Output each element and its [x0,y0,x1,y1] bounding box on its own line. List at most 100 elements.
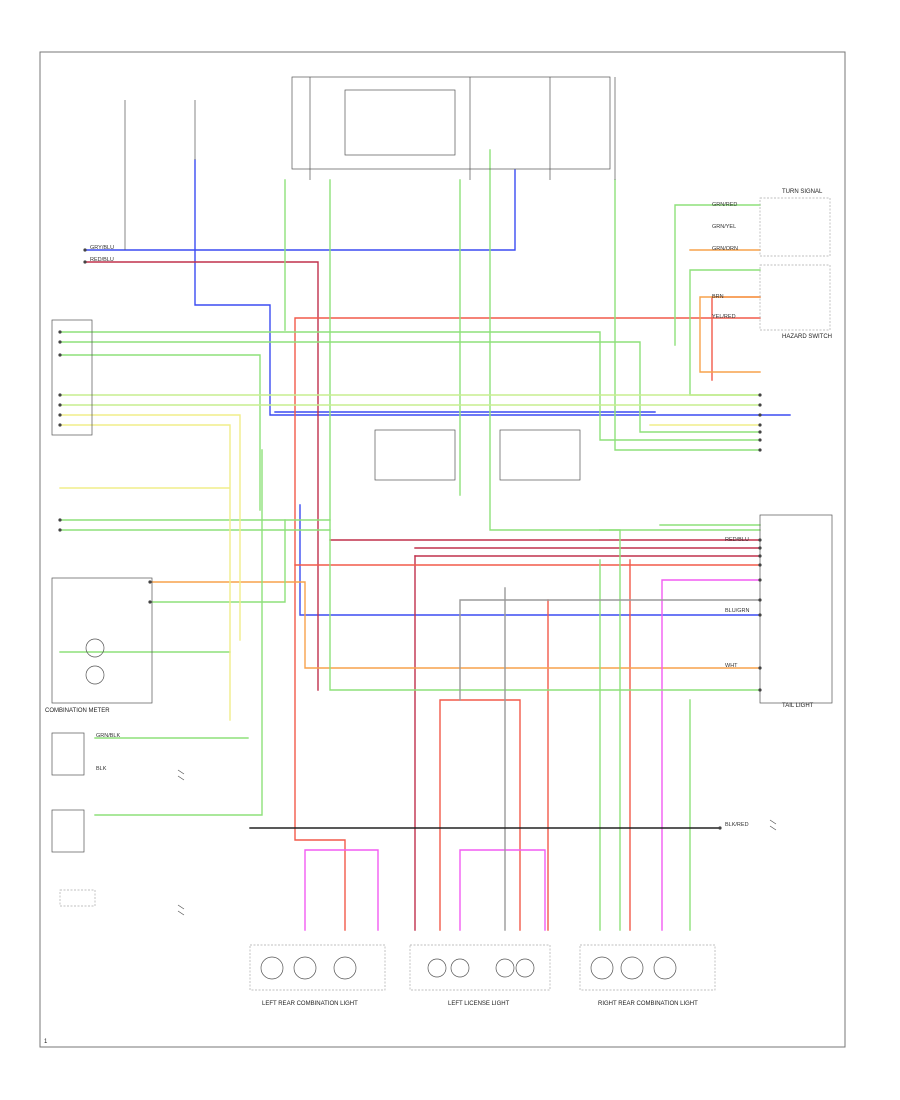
wire-green-5 [149,519,286,603]
lamp-bulb [293,956,317,980]
terminal-dot [758,613,762,617]
wire-green-1 [59,331,761,441]
lamp-group-center [409,944,551,991]
wire-green-15 [614,179,761,451]
ground-symbol [177,769,185,781]
wire-green-7 [94,449,263,816]
wire-layer [59,149,791,931]
wire-tag: GRN/YEL [712,224,736,230]
wire-tag: GRN/BLK [96,733,120,739]
terminal-dot [758,546,762,550]
lamp-bulb [653,956,677,980]
relay-inner-1 [344,89,456,156]
combination-meter-box [51,577,153,704]
wire-tag: RED/BLU [725,537,749,543]
terminal-dot [58,403,62,407]
wire-green-16 [599,524,761,531]
terminal-dot [758,423,762,427]
terminal-dot [758,430,762,434]
back-light-left-2 [51,809,85,853]
left-license-light-label: LEFT LICENSE LIGHT [448,1001,510,1007]
wire-blue-lower [299,504,761,616]
lamp-bulb [495,958,515,978]
combination-meter-label: COMBINATION METER [45,708,110,714]
wire-green-2 [59,341,761,433]
terminal-dot [83,260,87,264]
terminal-dot [83,248,87,252]
terminal-dot [758,438,762,442]
ground-symbol [769,819,777,831]
connector-right-block [759,514,833,704]
terminal-dot [58,528,62,532]
lamp-bulb [427,958,447,978]
wire-tag: GRN/ORN [712,246,738,252]
lamp-bulb [590,956,614,980]
wire-tag: WHT [725,663,738,669]
wire-tag: RED/BLU [90,257,114,263]
wire-tag: BLU/GRN [725,608,749,614]
lamp-bulbs [260,956,677,980]
wire-green-12 [674,204,761,346]
lamp-bulb [260,956,284,980]
wire-yellow-1 [59,414,241,641]
wire-tag: GRY/BLU [90,245,114,251]
wire-darkred-top [84,261,319,691]
terminal-dot [758,413,762,417]
meter-bulb-1 [85,638,105,658]
component-layer [51,76,833,991]
terminal-dot [58,518,62,522]
terminal-dot [758,598,762,602]
wire-tag: GRN/RED [712,202,737,208]
turn-signal-label: TURN SIGNAL [782,189,823,195]
wire-green-8 [329,179,761,691]
terminal-dot [58,340,62,344]
wire-magenta-center [459,849,546,931]
left-rear-combination-light-label: LEFT REAR COMBINATION LIGHT [262,1001,358,1007]
ground-symbol [177,904,185,916]
lamp-group-left [249,944,386,991]
module-center-left [374,429,456,481]
feed-line [124,77,616,250]
wire-orange-left [149,581,761,669]
lamp-bulb [450,958,470,978]
terminal-dot [758,563,762,567]
terminal-dot [758,393,762,397]
relay-block-top [291,76,611,170]
terminal-dot [758,554,762,558]
terminal-dot [148,600,152,604]
wire-yellow-2 [59,424,231,721]
wire-blue-main [194,159,791,416]
terminal-dot [148,580,152,584]
terminal-dot [58,413,62,417]
wire-red-right2 [711,296,761,381]
hazard-switch-label: HAZARD SWITCH [782,334,832,340]
wire-magenta-left [304,849,379,931]
terminal-dot [718,826,722,830]
terminal-dot [758,666,762,670]
wire-green-10 [489,149,621,931]
terminal-layer [58,248,762,830]
terminal-dot [58,423,62,427]
terminal-dot [58,330,62,334]
wire-green-3 [59,354,261,511]
wire-red-long [294,317,761,931]
module-center-right [499,429,581,481]
lamp-group-right [579,944,716,991]
wire-tag: YEL/RED [712,314,736,320]
terminal-dot [758,448,762,452]
wire-tag: BRN [712,294,724,300]
wire-orange-top [699,296,761,373]
label-layer: COMBINATION METER HAZARD SWITCH TURN SIG… [44,189,832,1045]
wire-gray-1 [459,599,761,701]
wire-green-4 [59,519,331,531]
hazard-switch-box [759,264,831,331]
terminal-dot [758,578,762,582]
diagram-border [39,51,846,1048]
terminal-dot [58,353,62,357]
wire-red-lower [294,564,761,931]
terminal-dot [758,688,762,692]
terminal-dot [58,393,62,397]
lamp-bulb [515,958,535,978]
lamp-bulb [333,956,357,980]
